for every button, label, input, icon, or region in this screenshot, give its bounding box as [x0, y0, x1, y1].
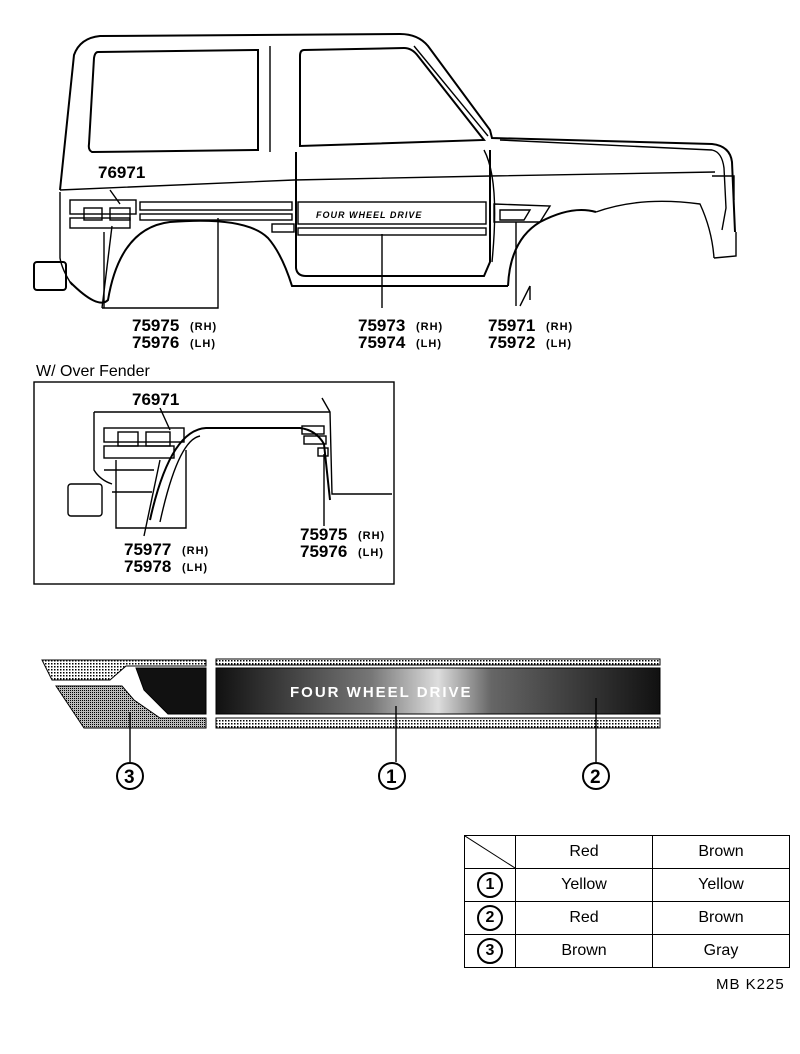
table-row: 3 Brown Gray [464, 934, 790, 968]
table-row: 2 Red Brown [464, 901, 790, 935]
callout-2: 2 [590, 767, 601, 788]
inset-label-75977: 75977 [124, 540, 171, 559]
label-75971-rh: (RH) [546, 321, 573, 333]
label-75974: 75974 [358, 333, 406, 352]
inset-label-75978-lh: (LH) [182, 562, 208, 574]
label-75974-lh: (LH) [416, 338, 442, 350]
table-row: 1 Yellow Yellow [464, 868, 790, 902]
label-75971: 75971 [488, 316, 535, 335]
color-table-corner [464, 835, 516, 869]
color-cell: Yellow [515, 868, 653, 902]
inset-label-75976: 75976 [300, 542, 347, 561]
callout-circle-1 [378, 762, 406, 790]
label-75972-lh: (LH) [546, 338, 572, 350]
color-cell: Brown [652, 901, 790, 935]
inset-label-75977-rh: (RH) [182, 545, 209, 557]
inset-label-75975-rh: (RH) [358, 530, 385, 542]
inset-label-76971: 76971 [132, 390, 179, 409]
label-75973-rh: (RH) [416, 321, 443, 333]
label-75975: 75975 [132, 316, 179, 335]
row-number-3: 3 [477, 938, 503, 964]
stripe-detail: FOUR WHEEL DRIVE [41, 658, 661, 762]
over-fender-labels: 76971 75977 (RH) 75978 (LH) 75975 (RH) 7… [124, 390, 385, 576]
color-cell: Red [515, 901, 653, 935]
over-fender-inset [33, 381, 395, 585]
color-table-header: Red Brown [464, 835, 790, 869]
row-number-2: 2 [477, 905, 503, 931]
leader-lines-main [101, 189, 531, 309]
stripe-decal-text: FOUR WHEEL DRIVE [290, 684, 473, 701]
color-header-a: Red [515, 835, 653, 869]
label-76971: 76971 [98, 163, 145, 182]
inset-label-75976-lh: (LH) [358, 547, 384, 559]
inset-label-75978: 75978 [124, 557, 171, 576]
row-number-1: 1 [477, 872, 503, 898]
main-decal-text: FOUR WHEEL DRIVE [316, 210, 422, 220]
label-75973: 75973 [358, 316, 405, 335]
over-fender-caption: W/ Over Fender [36, 363, 150, 380]
callout-circle-2 [582, 762, 610, 790]
callout-1: 1 [386, 767, 397, 788]
color-cell: Yellow [652, 868, 790, 902]
label-75972: 75972 [488, 333, 535, 352]
callout-circle-3 [116, 762, 144, 790]
inset-label-75975: 75975 [300, 525, 347, 544]
label-75975-rh: (RH) [190, 321, 217, 333]
label-75976-lh: (LH) [190, 338, 216, 350]
body-side-stripes: FOUR WHEEL DRIVE [69, 199, 552, 236]
color-cell: Gray [652, 934, 790, 968]
callout-3: 3 [124, 767, 135, 788]
color-header-b: Brown [652, 835, 790, 869]
label-75976: 75976 [132, 333, 179, 352]
drawing-code: MB K225 [716, 976, 785, 993]
color-table: Red Brown 1 Yellow Yellow 2 Red Brown 3 … [464, 835, 790, 968]
stripe-callouts: 3 1 2 [116, 762, 610, 790]
main-part-labels: 76971 75975 (RH) 75976 (LH) 75973 (RH) 7… [98, 163, 573, 352]
color-cell: Brown [515, 934, 653, 968]
